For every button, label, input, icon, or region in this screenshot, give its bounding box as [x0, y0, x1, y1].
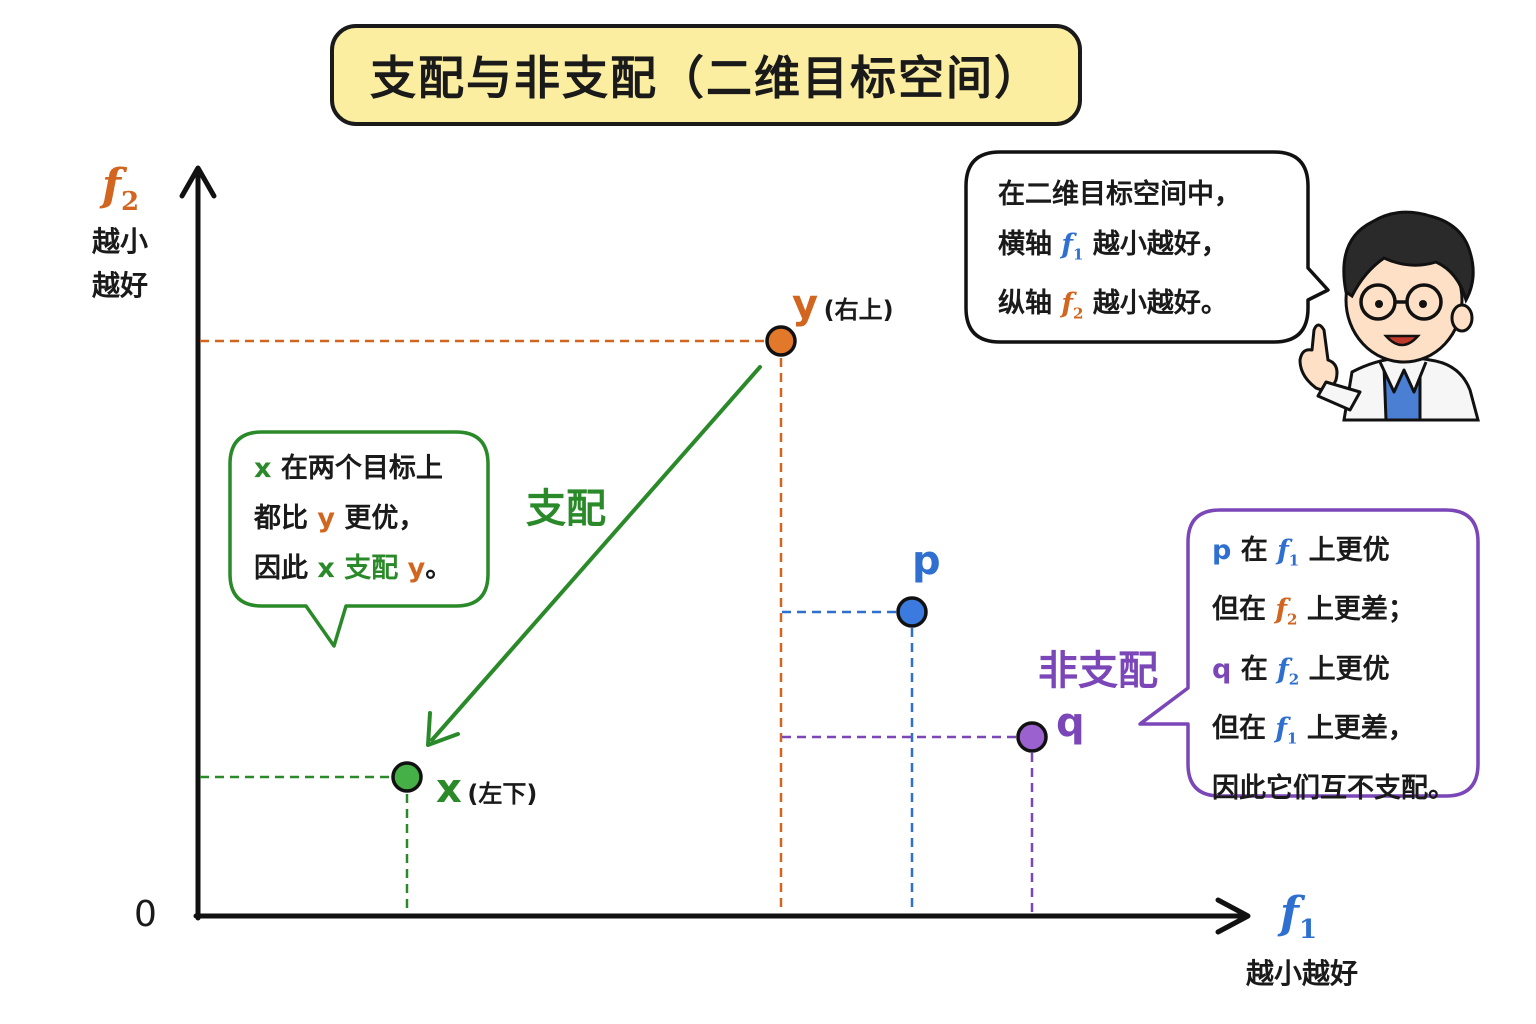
dominance-line-1: x 在两个目标上	[254, 444, 452, 494]
point-y-label: y (右上)	[792, 282, 894, 328]
teacher-bubble-text: 在二维目标空间中， 横轴 f1 越小越好， 纵轴 f2 越小越好。	[998, 170, 1241, 339]
nd-line-2-c: 上更差；	[1297, 594, 1415, 626]
x-axis-note: 越小越好	[1246, 957, 1359, 990]
f2-subscript: 2	[1073, 304, 1084, 323]
nd-line-1-f1: f1	[1277, 535, 1300, 570]
non-dominance-bubble-text: p 在 f1 上更优 但在 f2 上更差； q 在 f2 上更优 但在 f1 上…	[1212, 526, 1455, 814]
dominance-line-2: 都比 y 更优，	[254, 494, 452, 544]
teacher-line-3-f2: f2	[1061, 288, 1083, 322]
point-y	[765, 325, 797, 357]
origin-label: 0	[134, 894, 157, 935]
point-p	[896, 596, 928, 628]
nd-line-1-p: p	[1212, 535, 1232, 566]
x-axis-arrowhead	[1215, 897, 1251, 935]
teacher-line-3: 纵轴 f2 越小越好。	[998, 279, 1241, 338]
nd-line-1: p 在 f1 上更优	[1212, 526, 1455, 585]
nd-line-3: q 在 f2 上更优	[1212, 645, 1455, 704]
nd-line-3-b: 在	[1231, 653, 1278, 685]
dom-line-3-c: 支配	[334, 553, 408, 584]
dom-line-3-e: 。	[425, 553, 453, 584]
f2-symbol: f	[1061, 288, 1074, 320]
y-axis-symbol: f	[102, 160, 121, 211]
teacher-line-2-f1: f1	[1061, 229, 1084, 264]
nd-line-3-d: 上更优	[1299, 653, 1390, 685]
nd-line-4-f1: f1	[1275, 713, 1297, 747]
nd-line-4-a: 但在	[1212, 713, 1276, 745]
nd-line-3-q: q	[1212, 653, 1232, 685]
dom-line-2-c: 更优，	[335, 503, 426, 534]
dominance-bubble-text: x 在两个目标上 都比 y 更优， 因此 x 支配 y。	[254, 444, 452, 594]
non-dominance-bubble	[1138, 508, 1480, 798]
nd-line-3-f2: f2	[1277, 653, 1300, 689]
dom-line-1-b: 在两个目标上	[271, 453, 443, 484]
teacher-bubble	[964, 150, 1330, 344]
dom-line-1-x: x	[254, 453, 272, 484]
teacher-line-3-b: 越小越好。	[1083, 288, 1228, 320]
dominance-arrowhead	[426, 711, 460, 747]
f1-symbol: f	[1061, 229, 1074, 260]
y-axis-note-line2: 越好	[92, 269, 149, 302]
nd-line-4-c: 上更差，	[1297, 713, 1415, 745]
nd-line-1-b: 在	[1231, 535, 1278, 566]
dom-line-2-a: 都比	[254, 503, 318, 534]
point-p-name: p	[912, 538, 941, 584]
x-axis-symbol: f	[1280, 888, 1299, 939]
point-x-tag: (左下)	[467, 780, 538, 808]
dom-line-3-x: x	[317, 553, 335, 584]
point-x	[391, 761, 423, 793]
y-axis-note-line1: 越小	[92, 225, 149, 258]
nd-f2-symbol-1: f	[1275, 594, 1288, 626]
x-axis-name: f1	[1280, 888, 1317, 945]
dom-line-3-y: y	[407, 553, 426, 584]
nd-f2-sub-2: 2	[1288, 670, 1300, 689]
nd-line-2-a: 但在	[1212, 594, 1276, 626]
dominance-arrow	[430, 365, 762, 742]
y-axis-subscript: 2	[120, 186, 140, 217]
point-x-name: x	[436, 766, 462, 812]
non-dominate-label: 非支配	[1038, 648, 1158, 694]
y-axis-name: f2	[102, 160, 139, 217]
nd-f1-sub-2: 1	[1287, 729, 1298, 748]
point-y-name: y	[792, 282, 819, 328]
dom-line-3-a: 因此	[254, 553, 318, 584]
nd-f1-symbol-2: f	[1275, 713, 1288, 745]
teacher-line-2-b: 越小越好，	[1083, 229, 1228, 260]
teacher-character	[1298, 210, 1480, 422]
point-x-label: x (左下)	[436, 766, 537, 812]
y-axis-arrowhead	[179, 165, 217, 199]
nd-f1-symbol-1: f	[1277, 535, 1289, 566]
nd-line-1-d: 上更优	[1299, 535, 1390, 566]
page-title: 支配与非支配（二维目标空间）	[370, 51, 1042, 105]
nd-f2-symbol-2: f	[1277, 653, 1289, 685]
teacher-line-3-a: 纵轴	[998, 288, 1062, 320]
dominate-label: 支配	[526, 486, 606, 532]
teacher-line-1: 在二维目标空间中，	[998, 179, 1241, 210]
y-axis-note: 越小 越好	[92, 220, 148, 308]
teacher-line-2: 横轴 f1 越小越好，	[998, 220, 1241, 279]
x-axis-subscript: 1	[1298, 914, 1318, 945]
nd-f2-sub-1: 2	[1287, 610, 1298, 629]
dominance-line-3: 因此 x 支配 y。	[254, 544, 452, 594]
f1-subscript: 1	[1073, 245, 1084, 264]
nd-f1-sub-1: 1	[1288, 551, 1300, 570]
teacher-line-2-a: 横轴	[998, 229, 1062, 260]
dominance-bubble	[228, 430, 490, 648]
nd-line-4: 但在 f1 上更差，	[1212, 704, 1455, 763]
title-banner: 支配与非支配（二维目标空间）	[330, 24, 1082, 126]
point-q-name: q	[1056, 700, 1085, 746]
nd-line-2: 但在 f2 上更差；	[1212, 585, 1455, 644]
point-y-tag: (右上)	[823, 296, 894, 324]
nd-line-2-f2: f2	[1275, 594, 1297, 628]
nd-line-5: 因此它们互不支配。	[1212, 772, 1455, 804]
point-q	[1016, 721, 1048, 753]
dom-line-2-y: y	[317, 503, 336, 534]
